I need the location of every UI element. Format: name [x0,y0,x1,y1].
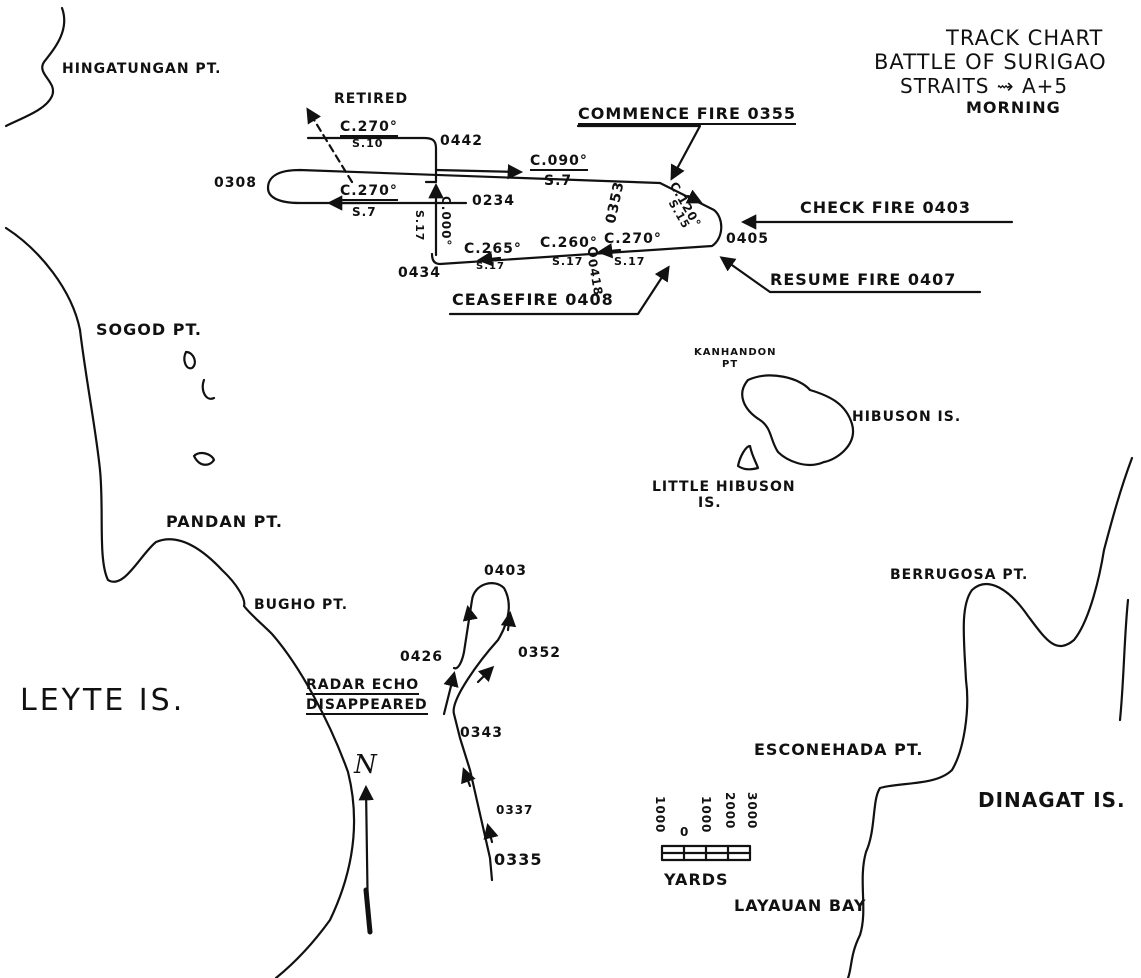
title-line-1: TRACK CHART [946,26,1104,50]
enemy-time-0335: 0335 [494,850,543,869]
enemy-time-0352: 0352 [518,645,561,661]
hibuson-label: HIBUSON IS. [852,409,962,425]
resume-fire-leader [719,256,982,294]
retired-label: RETIRED [334,91,409,107]
title-line-3: STRAITS ⇝ A+5 [900,74,1069,98]
track-c120-0405 [430,181,723,266]
course-c265: C.265° [464,241,522,257]
hingatungan-label: HINGATUNGAN PT. [62,61,222,77]
time-0405: 0405 [726,231,769,247]
scale-unit-label: YARDS [664,870,729,889]
speed-s17-north: S.17 [413,210,426,242]
enemy-arrow-1 [483,823,499,844]
esconehada-label: ESCONEHADA PT. [754,740,924,759]
commence-fire-label: COMMENCE FIRE 0355 [578,104,796,125]
hibuson-island [741,374,855,467]
title-line-2: BATTLE OF SURIGAO [874,50,1107,74]
leyte-coastline [4,226,356,978]
dinagat-label: DINAGAT IS. [978,788,1126,812]
course-c000: C.000° [439,196,453,247]
retire-dashed-track [306,107,354,184]
speed-s17-a: S.17 [476,261,505,272]
arrow-return-2 [476,251,502,267]
kanhandon-label-2: PT [722,359,739,370]
enemy-time-0343: 0343 [460,725,503,741]
course-c270-west: C.270° [340,183,398,201]
arrow-return [596,243,622,259]
scale-tick-3000: 3000 [745,792,759,830]
little-hibuson-label-2: IS. [698,495,722,511]
berrugosa-label: BERRUGOSA PT. [890,567,1029,583]
islet-3 [192,451,216,466]
dinagat-coastline [846,456,1134,978]
kanhandon-label-1: KANHANDON [694,347,777,358]
north-arrow-fletch [363,887,373,935]
bugho-label: BUGHO PT. [254,597,349,613]
resume-fire-label: RESUME FIRE 0407 [770,270,957,289]
enemy-time-0426: 0426 [400,649,443,665]
scale-tick-1000-left: 1000 [653,796,667,834]
speed-s10: S.10 [352,137,384,150]
time-0442: 0442 [440,133,483,149]
north-arrow-label: N [354,750,378,780]
little-hibuson-island [736,444,760,471]
arrow-c120 [685,189,703,204]
radar-echo-label-2: DISAPPEARED [306,697,428,715]
time-0434: 0434 [398,265,441,281]
enemy-track [452,582,510,882]
pandan-label: PANDAN PT. [166,512,283,531]
retire-track [306,136,438,184]
course-c270-return: C.270° [604,231,662,247]
scale-tick-2000: 2000 [723,792,737,830]
course-c090: C.090° [530,153,588,171]
enemy-arrow-4 [500,610,517,632]
track-west-0234 [266,168,662,205]
cease-fire-label: CEASEFIRE 0408 [452,290,614,309]
dinagat-coast-north [1118,598,1130,722]
enemy-arrow-2 [461,767,476,788]
time-0234: 0234 [472,193,515,209]
sogod-label: SOGOD PT. [96,320,202,339]
title-line-4: MORNING [966,98,1061,117]
radar-echo-leader [442,671,459,716]
speed-s17-c: S.17 [614,255,646,268]
radar-echo-label-1: RADAR ECHO [306,677,420,695]
enemy-time-0337: 0337 [496,803,534,817]
islet-1 [183,350,196,370]
scale-tick-0: 0 [680,825,690,839]
layauan-label: LAYAUAN BAY [734,896,867,915]
scale-tick-1000-right: 1000 [699,796,713,834]
leyte-label: LEYTE IS. [20,683,186,718]
speed-s17-b: S.17 [552,255,584,268]
hingatungan-coastline [4,6,66,128]
track-east-c090 [434,164,524,180]
time-0308: 0308 [214,175,257,191]
speed-s7-west: S.7 [352,205,377,219]
islet-2 [201,378,216,400]
pos-0418 [587,246,599,258]
enemy-arrow-5 [462,604,478,622]
speed-s7-east: S.7 [544,173,573,189]
check-fire-label: CHECK FIRE 0403 [800,198,972,217]
little-hibuson-label-1: LITTLE HIBUSON [652,479,796,495]
commence-fire-leader [576,124,702,181]
enemy-time-0403: 0403 [484,563,527,579]
course-c260: C.260° [540,235,598,251]
course-c270-retire: C.270° [340,119,398,137]
cease-fire-leader [448,265,670,316]
enemy-arrow-3 [476,665,495,684]
